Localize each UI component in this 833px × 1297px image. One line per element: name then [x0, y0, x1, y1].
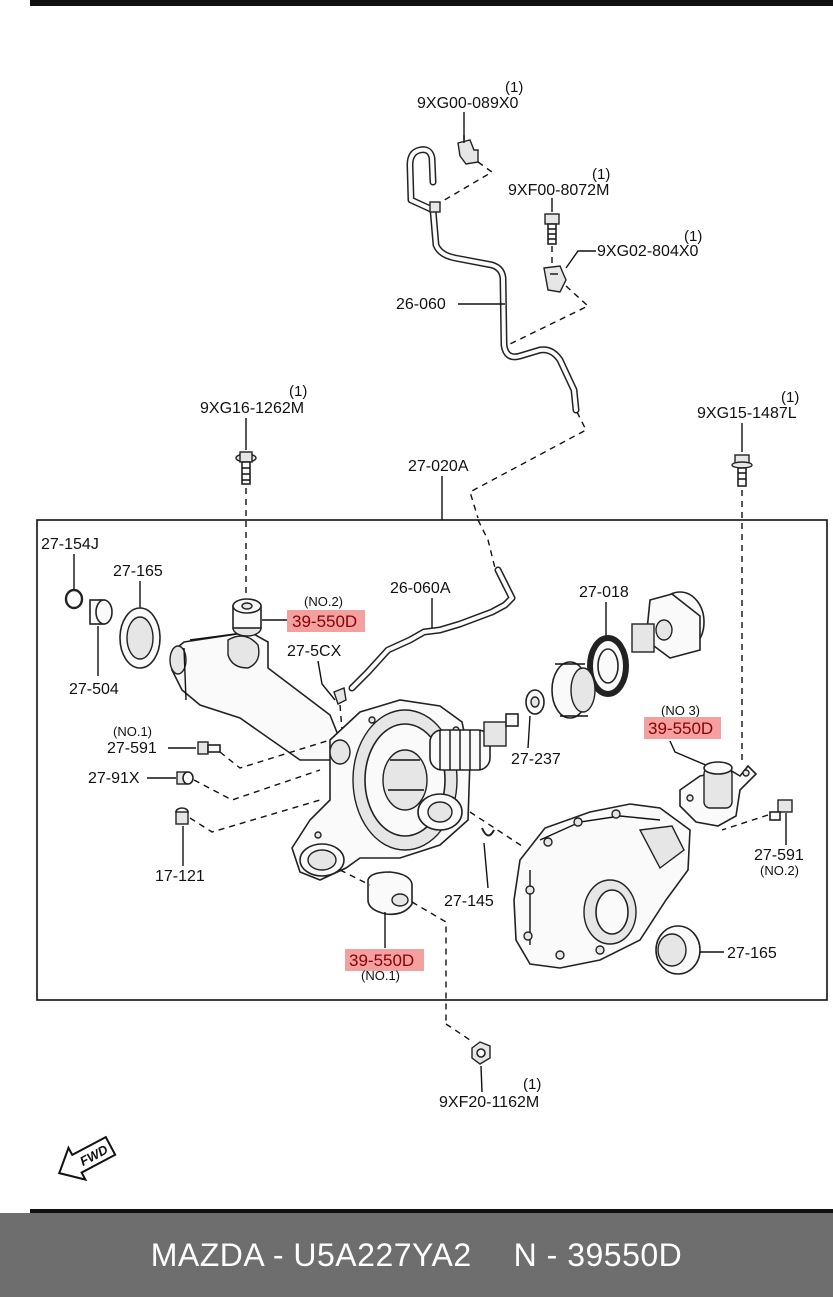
washer-part [525, 689, 545, 715]
plug-part [176, 771, 194, 785]
hose-clip-top-qty: (1) [505, 79, 523, 96]
bolt-top-qty: (1) [592, 166, 610, 183]
mount-no1-note: (NO.1) [361, 968, 400, 983]
parts-diagram: (1) 9XG00-089X0 26-060 (1) 9XF00-8072M (… [36, 79, 828, 1182]
rear-case-housing-part [513, 803, 691, 969]
nut-bottom-qty: (1) [523, 1076, 541, 1093]
extension-housing-part [169, 631, 341, 761]
footer-vehicle-code: MAZDA - U5A227YA2 [150, 1236, 472, 1273]
hose-clip-top-label: 9XG00-089X0 [417, 95, 519, 112]
bolt-right-label: 9XG15-1487L [697, 405, 797, 422]
clip-right-part [543, 265, 567, 293]
transfer-case-body-part [291, 699, 519, 881]
assembly-frame [36, 519, 828, 1001]
breather-hose-part [406, 146, 580, 414]
clip-small-part [333, 687, 347, 705]
assembly-label: 27-020A [408, 458, 469, 475]
bolt-no1-note: (NO.1) [113, 724, 152, 739]
bearing-label: 27-504 [69, 681, 119, 698]
seal-left-label: 27-165 [113, 563, 163, 580]
bolt-right-part [731, 454, 753, 487]
bolt-left-qty: (1) [289, 383, 307, 400]
nut-bottom-label: 9XF20-1162M [439, 1094, 539, 1111]
footer-bar: MAZDA - U5A227YA2 N - 39550D [0, 1213, 833, 1297]
clip-right-label: 9XG02-804X0 [597, 243, 699, 260]
mount-no3-part [679, 761, 758, 827]
mount-no2-highlight [287, 610, 365, 632]
seal-left-part [119, 607, 161, 669]
mount-no2-note: (NO.2) [304, 594, 343, 609]
mount-no1-label: 39-550D [349, 951, 414, 970]
bolt-right-qty: (1) [781, 389, 799, 406]
clip-small-label: 27-5CX [287, 643, 342, 660]
breather-hose-label: 26-060 [396, 296, 446, 313]
seal-right-label: 27-165 [727, 945, 777, 962]
bolt-left-label: 9XG16-1262M [200, 400, 304, 417]
breather-tube-part [348, 566, 516, 692]
mount-no3-note: (NO 3) [661, 703, 700, 718]
nut-bottom-part [471, 1041, 491, 1065]
bolt-top-part [544, 198, 560, 245]
mount-no3-label: 39-550D [648, 719, 713, 738]
clip-right-qty: (1) [684, 228, 702, 245]
pin-label: 17-121 [155, 868, 205, 885]
plug-label: 27-91X [88, 770, 140, 787]
breather-tube-label: 26-060A [390, 580, 451, 597]
mount-no3-highlight [644, 717, 721, 739]
seal-right-part [655, 925, 701, 975]
mount-no1-part [367, 871, 413, 916]
bottom-border-rule [30, 1209, 833, 1213]
seal-kit-label: 27-018 [579, 584, 629, 601]
mount-no2-label: 39-550D [292, 612, 357, 631]
bolt-left-part [235, 451, 257, 485]
bolt-top-label: 9XF00-8072M [508, 182, 609, 199]
footer-part-number: N - 39550D [513, 1236, 683, 1273]
mount-no1-highlight [345, 949, 424, 971]
washer-label: 27-237 [511, 751, 561, 768]
fwd-arrow-icon: FWD [57, 1135, 117, 1182]
pin-part [175, 807, 189, 825]
bolt-no2-label: 27-591 [754, 847, 804, 864]
mount-no2-part [232, 598, 262, 637]
clip-145-label: 27-145 [444, 893, 494, 910]
bolt-no2-part [769, 799, 793, 821]
clip-145-part [481, 827, 495, 837]
seal-kit-part [551, 591, 705, 719]
hose-clip-top-part [457, 135, 479, 165]
bolt-no2-note: (NO.2) [760, 863, 799, 878]
oring-label: 27-154J [41, 536, 99, 553]
bolt-no1-label: 27-591 [107, 740, 157, 757]
bolt-no1-part [197, 741, 221, 755]
oring-part [64, 588, 84, 610]
bearing-part [89, 599, 113, 625]
top-border-rule [30, 0, 833, 6]
